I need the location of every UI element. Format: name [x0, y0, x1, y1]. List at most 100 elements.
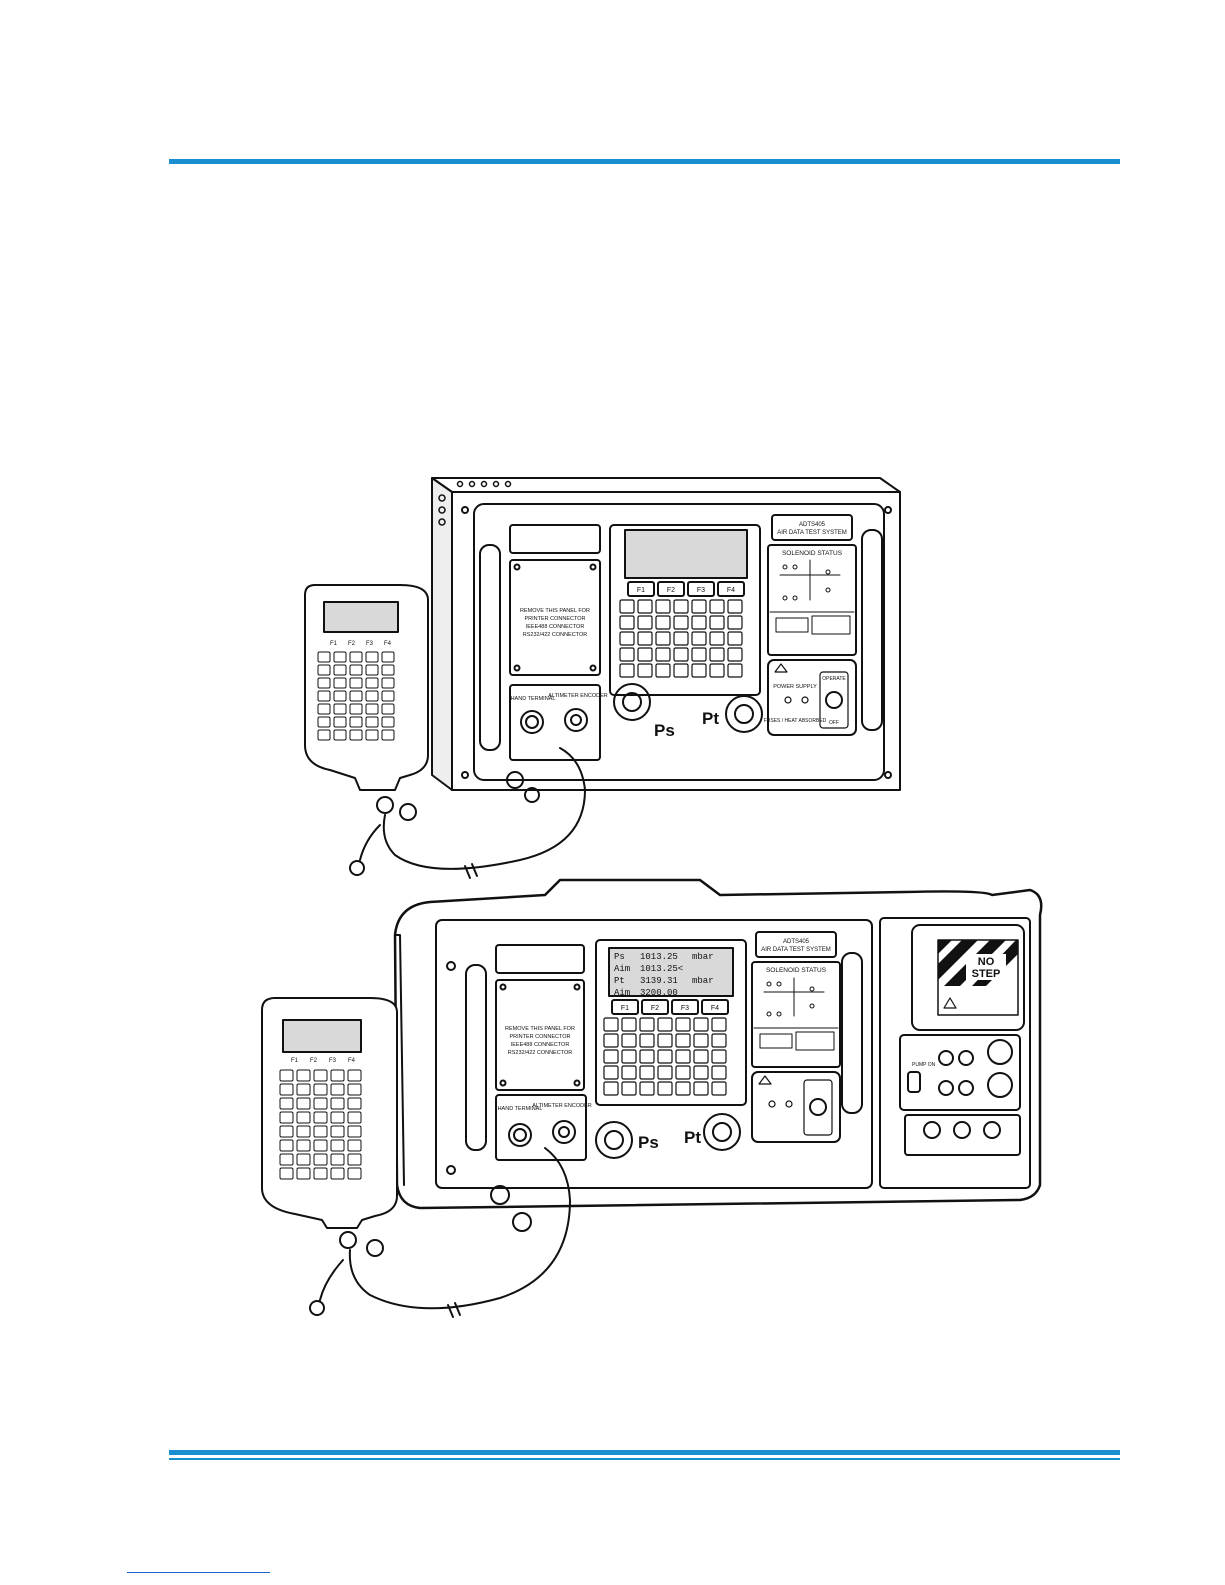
keypad-key[interactable] [727, 647, 743, 662]
keypad-key[interactable] [691, 631, 707, 646]
keypad-key[interactable] [619, 599, 635, 614]
keypad-key[interactable] [727, 663, 743, 678]
keypad-key[interactable] [296, 1153, 311, 1166]
keypad-key[interactable] [365, 716, 379, 728]
keypad-key[interactable] [313, 1167, 328, 1180]
keypad-key[interactable] [693, 1081, 709, 1096]
keypad-key[interactable] [709, 647, 725, 662]
keypad-key[interactable] [317, 664, 331, 676]
keypad-key[interactable] [691, 599, 707, 614]
keypad-key[interactable] [317, 651, 331, 663]
keypad-key[interactable] [693, 1049, 709, 1064]
keypad-key[interactable] [639, 1033, 655, 1048]
keypad-key[interactable] [347, 1125, 362, 1138]
lower-operate-switch[interactable] [809, 1098, 827, 1116]
keypad-key[interactable] [296, 1125, 311, 1138]
keypad-key[interactable] [365, 729, 379, 741]
keypad-key[interactable] [349, 690, 363, 702]
keypad-key[interactable] [330, 1111, 345, 1124]
keypad-key[interactable] [673, 647, 689, 662]
keypad-key[interactable] [330, 1153, 345, 1166]
keypad-key[interactable] [675, 1033, 691, 1048]
keypad-key[interactable] [637, 599, 653, 614]
keypad-key[interactable] [279, 1097, 294, 1110]
lower-hand-terminal-port[interactable] [508, 1123, 532, 1147]
keypad-key[interactable] [709, 631, 725, 646]
keypad-key[interactable] [330, 1069, 345, 1082]
keypad-key[interactable] [296, 1069, 311, 1082]
keypad-key[interactable] [333, 677, 347, 689]
keypad-key[interactable] [347, 1069, 362, 1082]
keypad-key[interactable] [675, 1065, 691, 1080]
keypad-key[interactable] [691, 663, 707, 678]
keypad-key[interactable] [711, 1017, 727, 1032]
keypad-key[interactable] [691, 647, 707, 662]
keypad-key[interactable] [639, 1049, 655, 1064]
keypad-key[interactable] [621, 1065, 637, 1080]
keypad-key[interactable] [330, 1083, 345, 1096]
keypad-key[interactable] [313, 1125, 328, 1138]
keypad-key[interactable] [279, 1153, 294, 1166]
keypad-key[interactable] [621, 1049, 637, 1064]
keypad-key[interactable] [347, 1111, 362, 1124]
keypad-key[interactable] [296, 1083, 311, 1096]
keypad-key[interactable] [381, 703, 395, 715]
keypad-key[interactable] [603, 1017, 619, 1032]
keypad-key[interactable] [296, 1139, 311, 1152]
upper-hand-terminal-port[interactable] [520, 710, 544, 734]
keypad-key[interactable] [313, 1097, 328, 1110]
keypad-key[interactable] [693, 1017, 709, 1032]
keypad-key[interactable] [675, 1017, 691, 1032]
keypad-key[interactable] [381, 729, 395, 741]
keypad-key[interactable] [333, 729, 347, 741]
keypad-key[interactable] [349, 651, 363, 663]
keypad-key[interactable] [313, 1083, 328, 1096]
keypad-key[interactable] [347, 1167, 362, 1180]
keypad-key[interactable] [317, 729, 331, 741]
keypad-key[interactable] [381, 716, 395, 728]
keypad-key[interactable] [279, 1083, 294, 1096]
keypad-key[interactable] [693, 1065, 709, 1080]
keypad-key[interactable] [655, 599, 671, 614]
keypad-key[interactable] [313, 1153, 328, 1166]
keypad-key[interactable] [637, 647, 653, 662]
keypad-key[interactable] [313, 1069, 328, 1082]
keypad-key[interactable] [675, 1049, 691, 1064]
keypad-key[interactable] [330, 1167, 345, 1180]
keypad-key[interactable] [675, 1081, 691, 1096]
keypad-key[interactable] [655, 647, 671, 662]
keypad-key[interactable] [619, 647, 635, 662]
keypad-key[interactable] [381, 651, 395, 663]
keypad-key[interactable] [349, 729, 363, 741]
keypad-key[interactable] [619, 663, 635, 678]
keypad-key[interactable] [330, 1139, 345, 1152]
keypad-key[interactable] [349, 703, 363, 715]
lower-encoder-port[interactable] [552, 1120, 576, 1144]
keypad-key[interactable] [657, 1049, 673, 1064]
keypad-key[interactable] [333, 651, 347, 663]
keypad-key[interactable] [347, 1083, 362, 1096]
keypad-key[interactable] [727, 599, 743, 614]
keypad-key[interactable] [619, 615, 635, 630]
keypad-key[interactable] [657, 1017, 673, 1032]
keypad-key[interactable] [333, 703, 347, 715]
keypad-key[interactable] [709, 615, 725, 630]
keypad-key[interactable] [639, 1081, 655, 1096]
keypad-key[interactable] [349, 716, 363, 728]
keypad-key[interactable] [655, 615, 671, 630]
keypad-key[interactable] [709, 663, 725, 678]
keypad-key[interactable] [711, 1081, 727, 1096]
keypad-key[interactable] [657, 1065, 673, 1080]
pump-switch[interactable] [907, 1071, 921, 1093]
keypad-key[interactable] [317, 690, 331, 702]
keypad-key[interactable] [347, 1097, 362, 1110]
keypad-key[interactable] [347, 1153, 362, 1166]
keypad-key[interactable] [673, 631, 689, 646]
keypad-key[interactable] [333, 664, 347, 676]
keypad-key[interactable] [637, 631, 653, 646]
keypad-key[interactable] [365, 677, 379, 689]
keypad-key[interactable] [365, 703, 379, 715]
keypad-key[interactable] [381, 664, 395, 676]
keypad-key[interactable] [330, 1125, 345, 1138]
keypad-key[interactable] [655, 631, 671, 646]
